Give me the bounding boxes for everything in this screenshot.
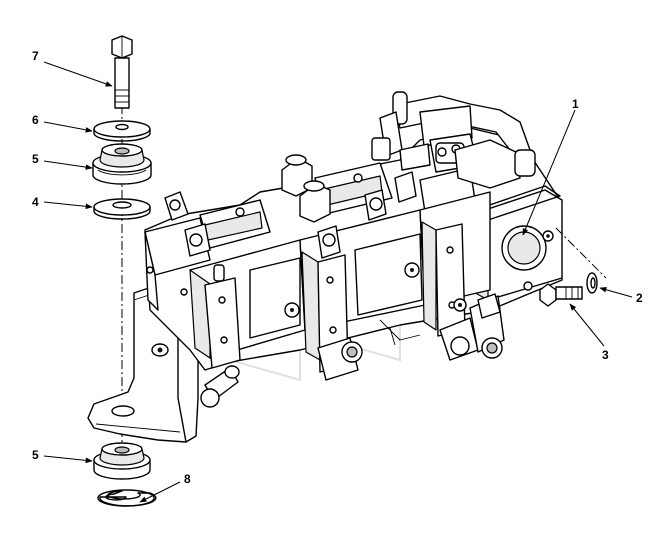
- part-7-bolt: [111, 35, 133, 109]
- callout-8: 8: [184, 472, 191, 486]
- callout-leaders: [43, 61, 633, 503]
- part-3-bolt: [539, 283, 583, 307]
- callout-5-bottom: 5: [32, 448, 39, 462]
- callout-4: 4: [32, 195, 39, 209]
- callout-3: 3: [602, 348, 609, 362]
- callout-6: 6: [32, 113, 39, 127]
- callout-2: 2: [636, 291, 643, 305]
- part-6-washer: [93, 120, 151, 142]
- bolt-axis-line: [555, 227, 607, 279]
- part-4-washer: [93, 198, 151, 220]
- part-2-washer: [586, 272, 598, 294]
- callout-5-top: 5: [32, 152, 39, 166]
- callout-1: 1: [572, 97, 579, 111]
- part-5-mount-top: [92, 143, 152, 185]
- valve-block-assembly: [144, 91, 563, 408]
- callout-7: 7: [32, 49, 39, 63]
- part-5-mount-bottom: [93, 442, 151, 480]
